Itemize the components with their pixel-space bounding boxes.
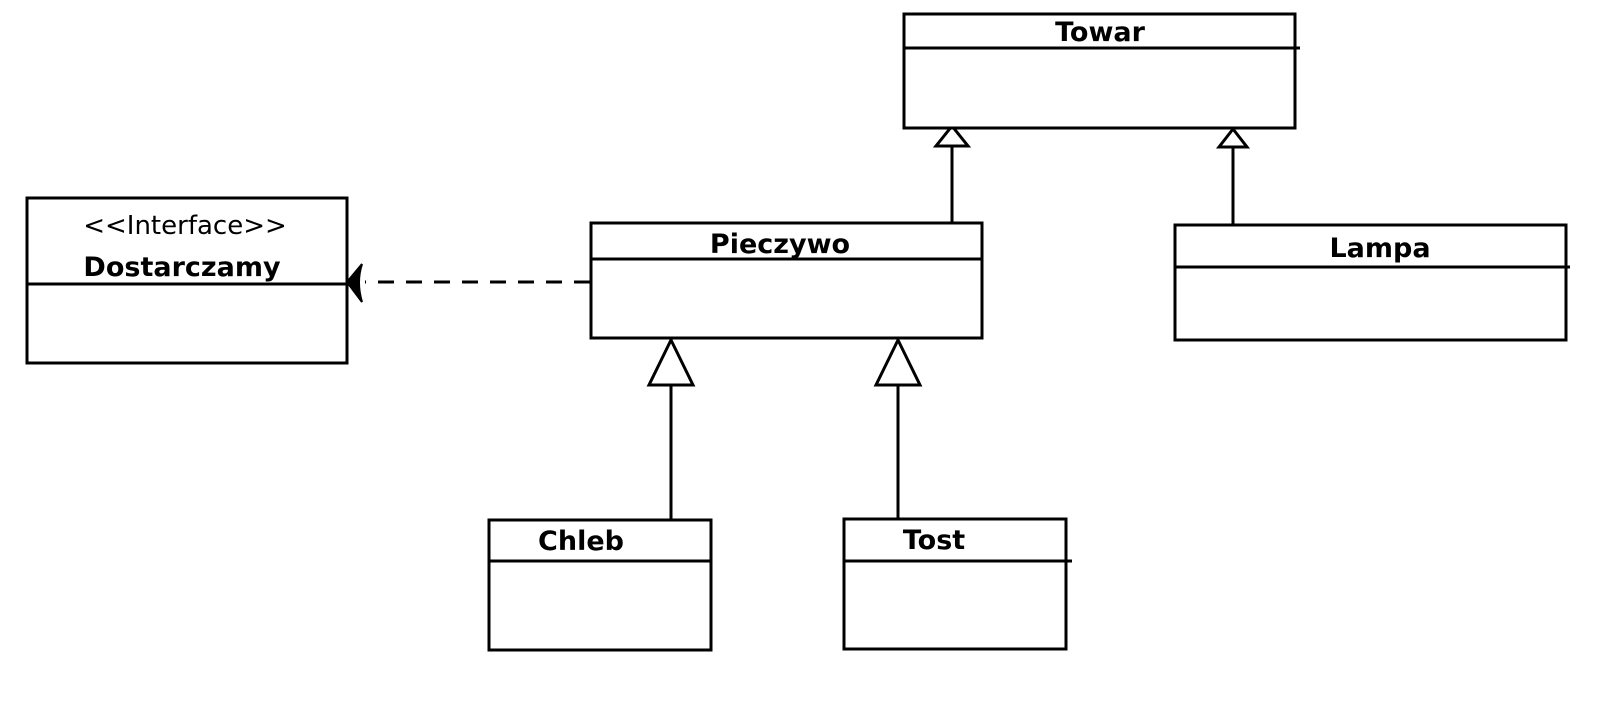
class-pieczywo[interactable]: Pieczywo: [589, 221, 984, 340]
generalization-arrowhead: [932, 123, 972, 148]
edge-chleb-pieczywo: [646, 336, 696, 520]
class-name-pieczywo: Pieczywo: [710, 229, 850, 260]
edge-tost-pieczywo: [873, 336, 923, 519]
class-name-chleb: Chleb: [538, 526, 624, 557]
edge-pieczywo-dostarczamy: [345, 263, 590, 303]
class-towar[interactable]: Towar: [902, 12, 1300, 130]
interface-stereotype: <<Interface>>: [83, 211, 287, 241]
generalization-arrowhead: [873, 336, 923, 387]
class-name-tost: Tost: [903, 525, 965, 556]
class-name-lampa: Lampa: [1329, 233, 1430, 264]
class-chleb[interactable]: Chleb: [487, 518, 713, 652]
class-lampa[interactable]: Lampa: [1173, 223, 1570, 342]
edge-lampa-towar: [1215, 126, 1251, 225]
interface-dostarczamy[interactable]: <<Interface>> Dostarczamy: [25, 196, 349, 365]
edge-pieczywo-towar: [932, 123, 972, 223]
generalization-arrowhead: [1215, 126, 1251, 149]
class-name-dostarczamy: Dostarczamy: [83, 252, 281, 283]
class-name-towar: Towar: [1055, 17, 1146, 48]
generalization-arrowhead: [646, 336, 696, 387]
realization-arrowhead: [345, 263, 363, 303]
class-tost[interactable]: Tost: [842, 517, 1072, 651]
